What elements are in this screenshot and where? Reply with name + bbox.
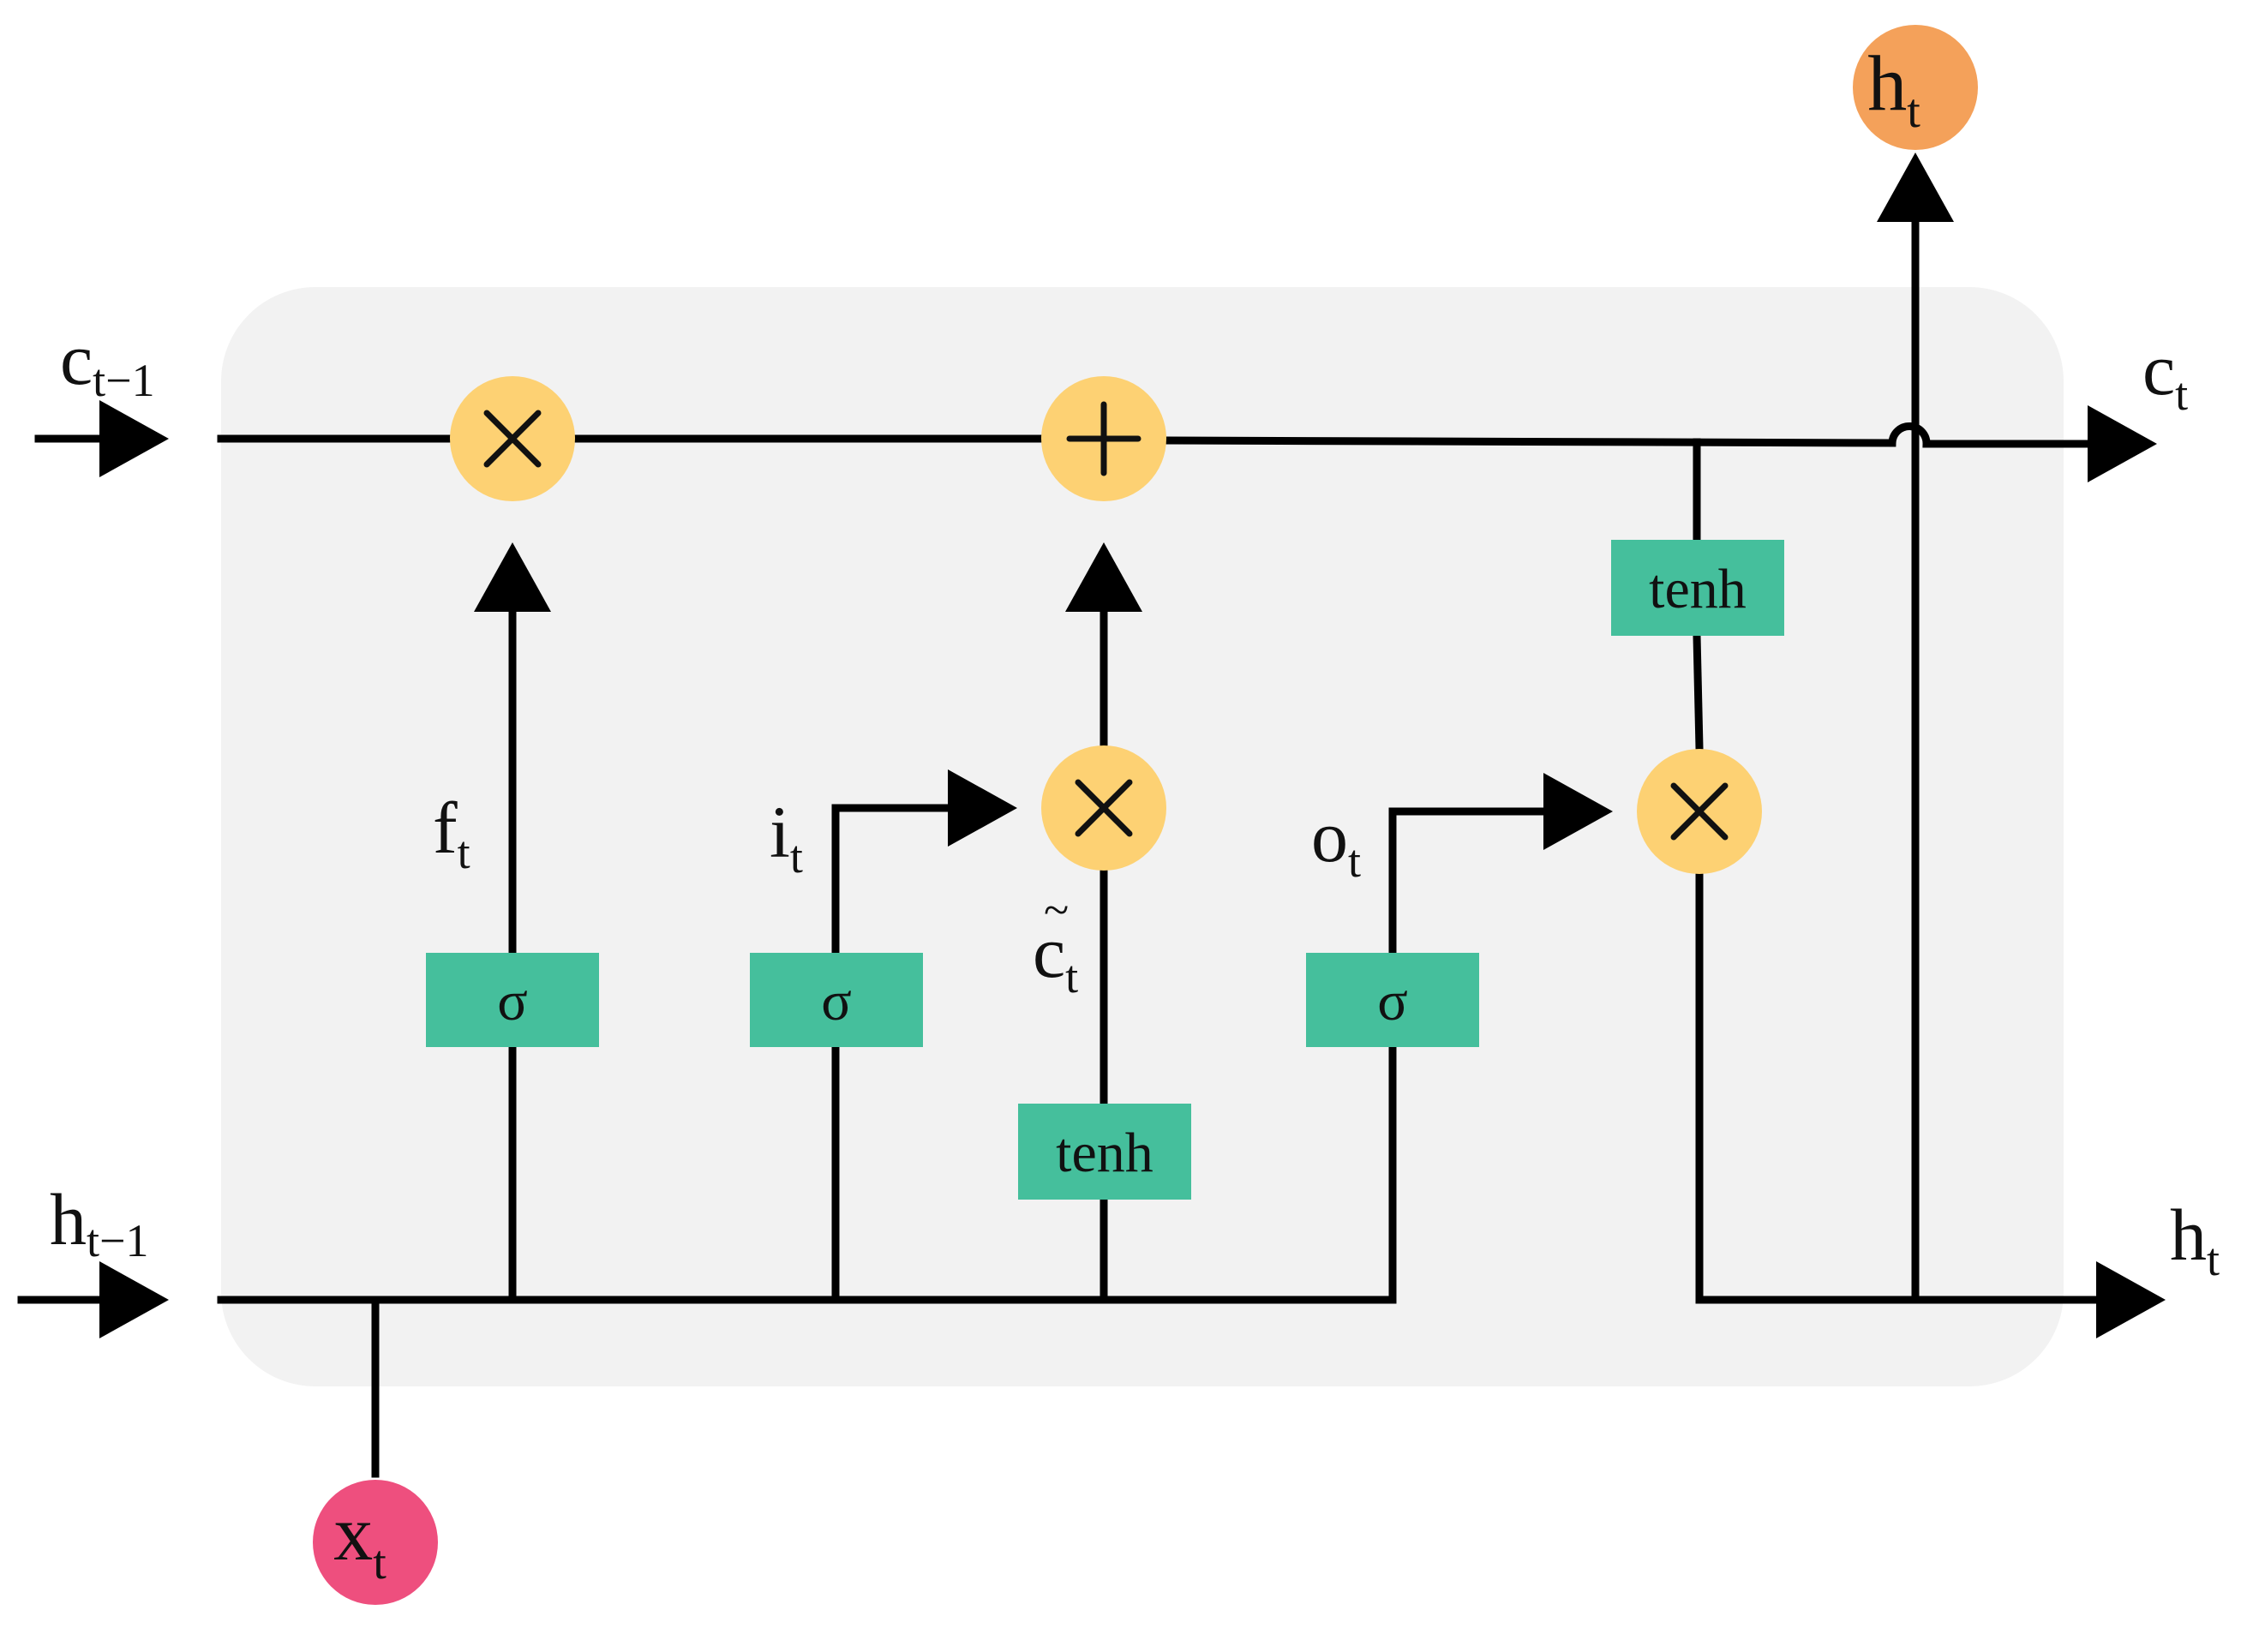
output-multiply-node	[1637, 749, 1762, 874]
forget-gate-label: σ	[497, 970, 528, 1032]
input-multiply-node	[1041, 745, 1166, 871]
output-gate-box: σ	[1306, 953, 1479, 1047]
arrow-input-gate	[831, 769, 1017, 957]
label-c-out: ct	[2142, 328, 2188, 420]
svg-text:ht: ht	[1867, 39, 1920, 138]
x-input-node: xt	[313, 1480, 438, 1605]
arrow-h-out	[1695, 870, 2166, 1338]
label-h-prev: ht−1	[50, 1178, 148, 1266]
h-top-node: ht	[1853, 25, 1978, 150]
label-i-gate: it	[770, 791, 803, 883]
label-c-candidate: ~ ct	[1033, 884, 1078, 1003]
cell-activation-box: tenh	[1611, 540, 1784, 636]
forget-gate-box: σ	[426, 953, 599, 1047]
svg-text:ct: ct	[1033, 911, 1078, 1003]
output-gate-label: σ	[1377, 970, 1408, 1032]
forget-multiply-node	[450, 376, 575, 501]
wire-cell-state-3	[1161, 405, 2157, 482]
svg-text:xt: xt	[333, 1489, 386, 1589]
arrow-output-gate	[1388, 773, 1613, 957]
candidate-label: tenh	[1056, 1122, 1153, 1184]
cell-add-node	[1041, 376, 1166, 501]
input-gate-label: σ	[821, 970, 852, 1032]
input-gate-box: σ	[750, 953, 923, 1047]
label-c-candidate-accent: ~	[1044, 884, 1069, 936]
label-h-out: ht	[2170, 1194, 2220, 1285]
label-c-prev: ct−1	[60, 318, 155, 406]
wire-tanh-down	[1693, 631, 1704, 752]
label-f-gate: ft	[433, 787, 470, 878]
candidate-box: tenh	[1018, 1104, 1191, 1200]
label-o-gate: ot	[1311, 795, 1361, 887]
cell-activation-label: tenh	[1649, 558, 1747, 620]
